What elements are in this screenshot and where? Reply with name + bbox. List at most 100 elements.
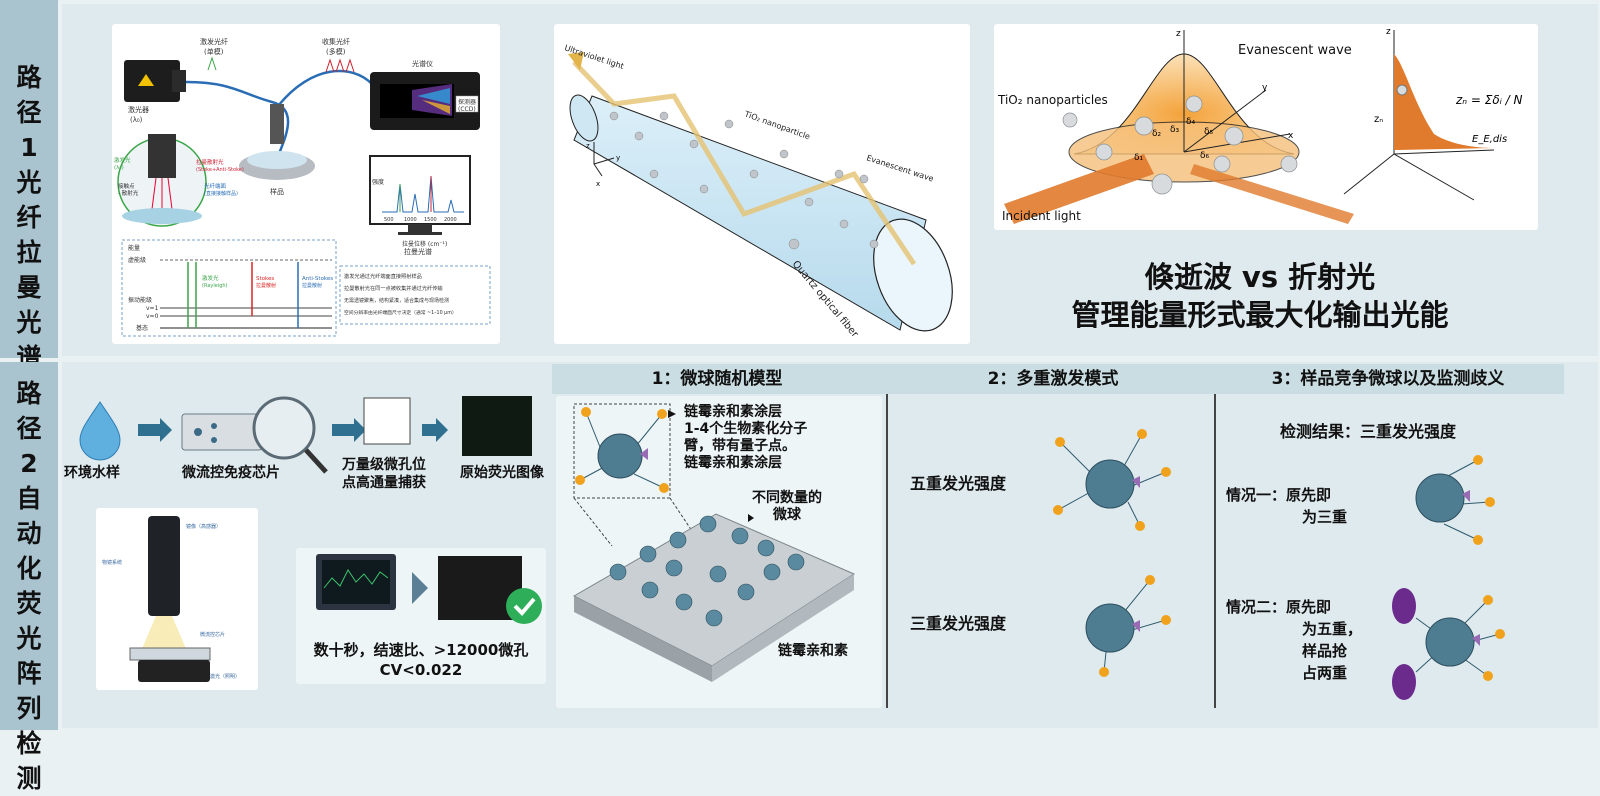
svg-text:拉曼光谱: 拉曼光谱: [404, 247, 432, 256]
svg-text:探测器: 探测器: [458, 98, 476, 106]
svg-text:接触点: 接触点: [118, 182, 135, 190]
case1-label: 情况一：原先即 为三重: [1226, 486, 1348, 526]
svg-text:空间分辨率由光纤端面尺寸决定（通常 ~1–10 μm）: 空间分辨率由光纤端面尺寸决定（通常 ~1–10 μm）: [344, 309, 457, 316]
svg-text:z: z: [1176, 29, 1181, 39]
svg-text:Stokes: Stokes: [256, 276, 274, 282]
flow-step-wells-1: 万量级微孔位: [342, 457, 426, 473]
svg-text:强度: 强度: [372, 178, 384, 186]
svg-text:拉曼散射: 拉曼散射: [302, 282, 322, 289]
flow-step-water: 环境水样: [64, 465, 120, 481]
svg-text:- 散射光: - 散射光: [118, 189, 139, 197]
svg-text:x: x: [1288, 131, 1294, 141]
headline-line2: 管理能量形式最大化输出光能: [1071, 298, 1449, 332]
svg-text:z: z: [586, 142, 590, 150]
path1-sidebar: 路径1 光纤拉曼光谱: [0, 0, 58, 372]
three-label: 三重发光强度: [910, 614, 1007, 633]
svg-text:x: x: [596, 180, 600, 188]
evanescent-card: z y x δ₂ δ₃ δ₄ δ₅ δ₁ δ₆ Evanescent wave …: [994, 24, 1538, 230]
fiber-diagram: Ultraviolet light TiO₂ nanoparticle Evan…: [563, 43, 953, 340]
five-label: 五重发光强度: [910, 474, 1007, 493]
path2-sidebar: 路径2 自动化荧光阵列检测: [0, 362, 58, 793]
raman-diagram: 激光器 (λ₀) 激发光纤 (单模) 收集光纤 (多模) 样品 光谱仪 探测器 …: [114, 37, 491, 337]
model-graphics: [572, 403, 856, 682]
device-illustration: 镜像（高感器） 物镜系统 微流控芯片 激光（照明）: [102, 516, 240, 682]
svg-text:Incident light: Incident light: [1002, 209, 1081, 223]
svg-text:激光（照明）: 激光（照明）: [210, 673, 240, 680]
svg-text:样品: 样品: [270, 187, 284, 196]
svg-text:(单模): (单模): [204, 47, 224, 56]
svg-text:Evanescent wave: Evanescent wave: [865, 153, 934, 183]
section-2-header: 2：多重激发模式: [987, 369, 1119, 389]
diff-label: 不同数量的 微球: [752, 490, 822, 523]
flow-step-wells-2: 点高通量捕获: [342, 475, 426, 491]
svg-text:(Stoke+Anti-Stoke): (Stoke+Anti-Stoke): [196, 167, 244, 173]
svg-text:(CCD): (CCD): [458, 106, 476, 113]
svg-text:激发光通过光纤端面直接照射样品: 激发光通过光纤端面直接照射样品: [344, 272, 422, 280]
section-header-bar: [552, 364, 1564, 394]
path1-label: 路径1 光纤拉曼光谱: [16, 63, 42, 372]
section-divider-2: [1214, 394, 1216, 708]
svg-text:能量: 能量: [128, 244, 140, 252]
case2-label: 情况二：原先即 为五重， 样品抢 占两重: [1226, 598, 1363, 682]
svg-text:(多模): (多模): [326, 47, 346, 56]
result-title: 检测结果：三重发光强度: [1280, 422, 1457, 441]
svg-text:δ₃: δ₃: [1170, 125, 1180, 135]
coat-label: 链霉亲和素涂层 1-4个生物素化分子 臂，带有量子点。 链霉亲和素涂层: [684, 404, 808, 471]
svg-text:1000: 1000: [404, 217, 417, 223]
flow-graphics: [79, 396, 532, 474]
compete-panel: 检测结果：三重发光强度 情况一：原先即 为三重 情况二：原先即 为五重， 样品抢…: [1218, 396, 1562, 708]
result-graphics: [316, 554, 542, 624]
svg-text:振动能级: 振动能级: [128, 296, 152, 304]
model-panel: 链霉亲和素涂层 1-4个生物素化分子 臂，带有量子点。 链霉亲和素涂层 不同数量…: [556, 396, 882, 708]
svg-text:收集光纤: 收集光纤: [322, 37, 350, 46]
svg-text:2000: 2000: [444, 217, 457, 223]
svg-text:zₙ = Σδᵢ / N: zₙ = Σδᵢ / N: [1455, 93, 1523, 107]
section-3-header: 3：样品竞争微球以及监测歧义: [1271, 369, 1505, 389]
svg-text:拉曼位移 (cm⁻¹): 拉曼位移 (cm⁻¹): [402, 240, 447, 248]
compete-beads: [1392, 455, 1505, 700]
svg-text:激发光纤: 激发光纤: [200, 37, 228, 46]
svg-text:微流控芯片: 微流控芯片: [200, 631, 225, 638]
svg-text:δ₂: δ₂: [1152, 129, 1162, 139]
result-line2: CV<0.022: [379, 661, 463, 679]
result-card: 数十秒，结速比、>12000微孔 CV<0.022: [296, 548, 546, 684]
section-1-header: 1：微球随机模型: [651, 369, 783, 389]
headline: 倏逝波 vs 折射光 管理能量形式最大化输出光能: [1010, 258, 1510, 334]
evanescent-diagram: z y x δ₂ δ₃ δ₄ δ₅ δ₁ δ₆ Evanescent wave …: [997, 27, 1523, 224]
flow-step-chip: 微流控免疫芯片: [182, 465, 280, 481]
flow-step-image: 原始荧光图像: [460, 465, 544, 481]
svg-text:y: y: [1262, 83, 1268, 93]
svg-text:δ₄: δ₄: [1186, 117, 1196, 127]
svg-text:(λ₀): (λ₀): [130, 116, 143, 124]
svg-text:镜像（高感器）: 镜像（高感器）: [186, 523, 221, 530]
svg-text:y: y: [616, 154, 620, 162]
svg-text:无需透镜聚焦，结构紧凑，适合集成与现场检测: 无需透镜聚焦，结构紧凑，适合集成与现场检测: [344, 297, 449, 304]
svg-text:zₙ: zₙ: [1374, 114, 1383, 125]
svg-text:拉曼散射光在同一点被收集并通过光纤传输: 拉曼散射光在同一点被收集并通过光纤传输: [344, 284, 443, 292]
multi-panel: 五重发光强度 三重发光强度: [890, 396, 1212, 708]
svg-text:(Rayleigh): (Rayleigh): [202, 283, 228, 289]
svg-text:激发光: 激发光: [114, 156, 131, 164]
svg-text:δ₆: δ₆: [1200, 151, 1210, 161]
path2-label: 路径2 自动化荧光阵列检测: [16, 379, 42, 793]
svg-text:(直接接触样品): (直接接触样品): [204, 190, 238, 197]
svg-text:z: z: [1386, 27, 1391, 37]
svg-text:激发光: 激发光: [202, 274, 219, 282]
svg-text:δ₁: δ₁: [1134, 153, 1144, 163]
svg-text:TiO₂ nanoparticles: TiO₂ nanoparticles: [997, 93, 1108, 107]
svg-text:Evanescent wave: Evanescent wave: [1238, 43, 1352, 58]
svg-text:物镜系统: 物镜系统: [102, 559, 122, 566]
svg-text:TiO₂ nanoparticle: TiO₂ nanoparticle: [742, 109, 811, 141]
svg-text:拉曼散射: 拉曼散射: [256, 282, 276, 289]
svg-text:(λ₀): (λ₀): [114, 165, 124, 171]
multi-beads: [1053, 429, 1171, 677]
svg-text:光纤端面: 光纤端面: [204, 182, 227, 190]
svg-text:v=1: v=1: [146, 305, 159, 312]
svg-text:虚能级: 虚能级: [128, 256, 146, 264]
svg-text:δ₅: δ₅: [1204, 127, 1214, 137]
svg-text:拉曼散射光: 拉曼散射光: [196, 158, 224, 166]
svg-text:1500: 1500: [424, 217, 437, 223]
svg-text:激光器: 激光器: [128, 105, 149, 114]
headline-line1: 倏逝波 vs 折射光: [1144, 260, 1376, 294]
result-line1: 数十秒，结速比、>12000微孔: [313, 641, 529, 659]
